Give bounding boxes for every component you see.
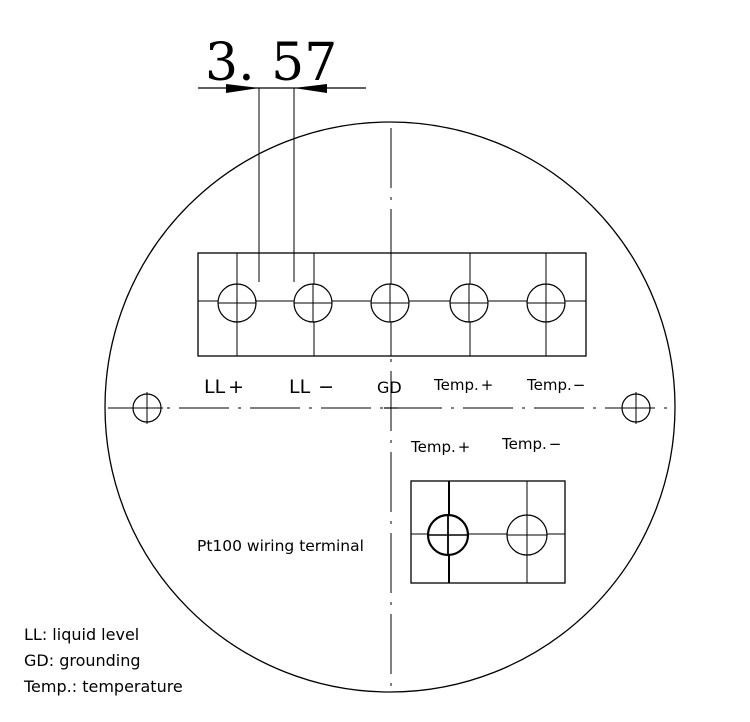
- terminal-screw-ll-minus: [293, 283, 333, 323]
- terminal-screw-temp-plus: [449, 283, 489, 323]
- terminal-screw-ll-plus: [217, 283, 257, 323]
- dimension-annotation: 3. 57: [198, 33, 366, 282]
- legend: LL: liquid level GD: grounding Temp.: te…: [24, 622, 183, 700]
- pt100-label-temp-minus: Temp.−: [501, 435, 561, 453]
- main-terminal-labels: LL+ LL− GD Temp.+ Temp.−: [204, 376, 585, 398]
- legend-item-ll: LL: liquid level: [24, 625, 140, 644]
- pt100-terminal-labels: Temp.+ Temp.−: [410, 435, 561, 456]
- label-gd: GD: [377, 378, 402, 397]
- terminal-screw-temp-minus: [526, 283, 566, 323]
- legend-item-temp: Temp.: temperature: [24, 677, 183, 696]
- dimension-value: 3. 57: [205, 33, 337, 93]
- pt100-screw-temp-plus: [426, 513, 470, 557]
- legend-item-gd: GD: grounding: [24, 651, 141, 670]
- pt100-label-temp-plus: Temp.+: [410, 438, 470, 456]
- label-temp-plus: Temp.+: [433, 376, 493, 394]
- pt100-screw-temp-minus: [506, 514, 548, 556]
- mounting-hole-right: [620, 392, 652, 424]
- label-temp-minus: Temp.−: [526, 376, 585, 394]
- label-ll-plus: LL+: [204, 376, 244, 398]
- mounting-hole-left: [131, 392, 163, 424]
- label-ll-minus: LL−: [289, 376, 334, 398]
- housing-outline: [104, 121, 676, 693]
- terminal-screw-gd: [370, 283, 410, 323]
- pt100-terminal-label: Pt100 wiring terminal: [197, 537, 364, 555]
